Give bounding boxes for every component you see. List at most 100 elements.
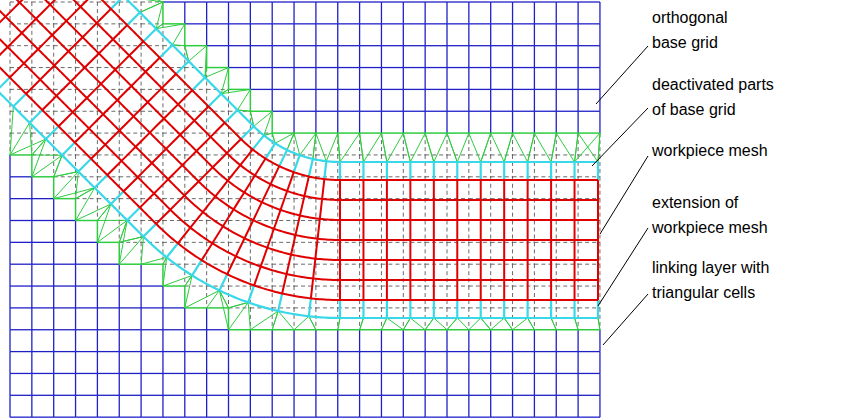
base-grid-line xyxy=(53,264,54,286)
linking-boundary-line xyxy=(228,308,230,330)
base-grid-line xyxy=(403,24,404,46)
base-grid-line xyxy=(228,24,229,46)
deactivated-grid-line xyxy=(272,242,273,264)
linking-triangles-line xyxy=(229,302,249,308)
linking-triangles-line xyxy=(172,24,184,45)
base-grid-line xyxy=(337,68,338,90)
base-grid-line xyxy=(403,45,425,46)
deactivated-grid-line xyxy=(316,286,338,287)
linking-boundary-line xyxy=(229,89,251,91)
deactivated-grid-line xyxy=(599,286,600,308)
base-grid-line xyxy=(163,1,185,2)
base-grid-line xyxy=(578,23,600,24)
deactivated-grid-line xyxy=(316,176,338,177)
base-grid-line xyxy=(163,395,185,396)
base-grid-line xyxy=(316,416,338,417)
deactivated-grid-line xyxy=(228,221,229,243)
base-grid-line xyxy=(76,285,98,286)
workpiece-mesh-line xyxy=(503,180,505,300)
base-grid-line xyxy=(512,330,513,352)
base-grid-line xyxy=(534,1,556,2)
base-grid-line xyxy=(250,1,272,2)
deactivated-grid-line xyxy=(513,286,535,287)
base-grid-line xyxy=(512,352,513,374)
linking-triangles-line xyxy=(156,24,163,29)
deactivated-grid-line xyxy=(425,154,447,155)
base-grid-line xyxy=(250,395,272,396)
deactivated-grid-line xyxy=(491,154,513,155)
base-grid-line xyxy=(119,329,141,330)
base-grid-line xyxy=(316,89,338,90)
linking-boundary-line xyxy=(229,329,251,331)
mesh-extension-line xyxy=(503,300,505,318)
deactivated-grid-line xyxy=(315,177,316,199)
base-grid-line xyxy=(31,352,32,374)
base-grid-line xyxy=(338,111,360,112)
linking-triangles-line xyxy=(434,318,447,330)
base-grid-line xyxy=(447,395,469,396)
base-grid-line xyxy=(206,24,207,46)
linking-triangles-line xyxy=(338,318,340,330)
base-grid-line xyxy=(556,352,557,374)
deactivated-grid-line xyxy=(534,307,556,308)
deactivated-grid-line xyxy=(32,67,54,68)
deactivated-grid-line xyxy=(206,199,207,221)
base-grid-line xyxy=(513,23,535,24)
base-grid-line xyxy=(512,373,513,395)
deactivated-grid-line xyxy=(403,286,425,287)
deactivated-grid-line xyxy=(97,23,119,24)
base-grid-line xyxy=(294,351,316,352)
base-grid-line xyxy=(381,1,403,2)
base-grid-line xyxy=(119,330,120,352)
base-grid-line xyxy=(207,45,229,46)
deactivated-grid-line xyxy=(163,154,185,155)
mesh-extension-line xyxy=(324,161,326,179)
base-grid-line xyxy=(32,220,54,221)
linking-triangles-line xyxy=(551,318,556,330)
base-grid-line xyxy=(54,395,76,396)
mesh-extension-line xyxy=(49,0,598,162)
linking-boundary-line xyxy=(184,286,186,308)
linking-triangles-line xyxy=(410,133,425,162)
base-grid-line xyxy=(250,23,272,24)
base-grid-line xyxy=(250,330,251,352)
workpiece-mesh-line xyxy=(480,180,482,300)
linking-triangles-line xyxy=(403,318,410,330)
base-grid-line xyxy=(272,395,273,417)
base-grid-line xyxy=(534,89,535,111)
base-grid-line xyxy=(119,286,120,308)
base-grid-line xyxy=(337,352,338,374)
base-grid-line xyxy=(32,329,54,330)
deactivated-grid-line xyxy=(119,221,120,243)
callout-label: deactivated parts of base grid xyxy=(652,72,787,122)
mesh-extension-line xyxy=(253,135,264,149)
linking-triangles-line xyxy=(387,133,403,162)
base-grid-line xyxy=(119,416,141,417)
deactivated-grid-line xyxy=(447,286,448,308)
base-grid-line xyxy=(338,45,360,46)
base-grid-line xyxy=(294,1,316,2)
mesh-extension-line xyxy=(480,300,482,318)
base-grid-line xyxy=(316,67,338,68)
deactivated-grid-line xyxy=(228,155,229,177)
base-grid-line xyxy=(250,373,251,395)
base-grid-line xyxy=(32,416,54,417)
base-grid-line xyxy=(294,67,316,68)
base-grid-line xyxy=(162,395,163,417)
base-grid-line xyxy=(381,330,382,352)
base-grid-line xyxy=(599,111,600,133)
linking-triangles-line xyxy=(54,155,62,177)
base-grid-line xyxy=(184,308,185,330)
linking-boundary-line xyxy=(53,177,55,199)
base-grid-line xyxy=(512,24,513,46)
base-grid-line xyxy=(425,45,447,46)
linking-triangles-line xyxy=(185,275,192,308)
base-grid-line xyxy=(381,45,403,46)
base-grid-line xyxy=(534,46,535,68)
workpiece-mesh-line xyxy=(254,172,294,285)
linking-boundary-line xyxy=(447,132,469,134)
base-grid-line xyxy=(184,330,185,352)
deactivated-grid-line xyxy=(315,308,316,330)
deactivated-grid-line xyxy=(403,286,404,308)
mesh-extension-line xyxy=(127,12,140,25)
